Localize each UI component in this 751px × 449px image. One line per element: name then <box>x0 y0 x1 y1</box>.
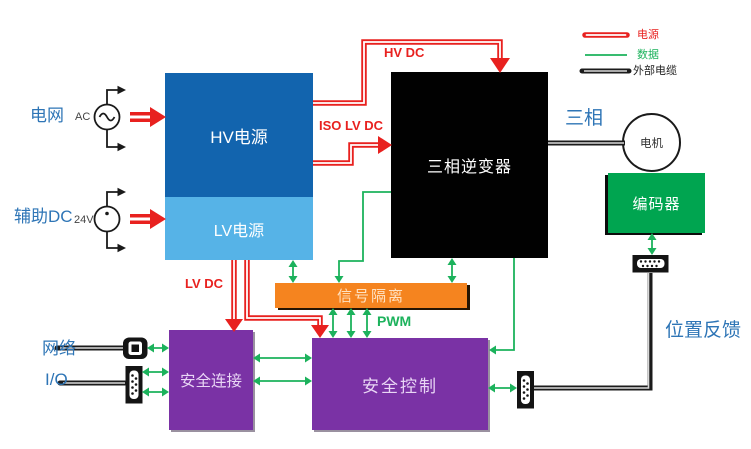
legend-external-cable-label: 外部电缆 <box>633 65 677 77</box>
pwm-data-link-2 <box>346 308 356 338</box>
safety-connection-label: 安全连接 <box>179 373 242 390</box>
lv-dc-to-safety-connection-path <box>225 260 243 332</box>
network-label: 网络 <box>42 339 76 358</box>
safety-control-dsub-connector-icon <box>517 371 534 409</box>
pwm-data-link-1 <box>328 308 338 338</box>
io-connector-link-2 <box>142 387 169 397</box>
aux-to-lv-power-arrow <box>130 209 166 229</box>
encoder-connector-link <box>647 233 657 255</box>
lv-supply-block: LV电源 <box>165 197 313 260</box>
iso-lv-dc-power-path <box>313 136 392 166</box>
iso-lv-dc-label: ISO LV DC <box>319 118 384 133</box>
io-label: I/O <box>45 370 68 389</box>
motor-node: 电机 <box>622 113 681 172</box>
safety-connection-control-link-2 <box>253 376 312 386</box>
aux-voltage-label: 24V <box>74 214 94 226</box>
inverter-block: 三相逆变器 <box>391 72 548 258</box>
io-dsub-connector-icon <box>125 366 143 404</box>
encoder-label: 编码器 <box>632 195 681 213</box>
hv-dc-label: HV DC <box>384 45 425 60</box>
hv-supply-label: HV电源 <box>210 127 268 147</box>
pwm-label: PWM <box>377 313 412 329</box>
lv-supply-label: LV电源 <box>213 222 265 240</box>
inverter-left-isolation-data-link <box>334 191 391 283</box>
three-phase-label: 三相 <box>565 108 604 129</box>
inverter-isolation-data-link <box>447 258 457 283</box>
legend-power-label: 电源 <box>637 29 659 41</box>
encoder-dsub-connector-icon <box>632 255 669 273</box>
dc-source-icon <box>93 187 126 253</box>
safety-control-label: 安全控制 <box>362 376 438 396</box>
grid-to-hv-power-arrow <box>130 107 166 127</box>
position-feedback-label: 位置反馈 <box>665 320 742 341</box>
ac-label: AC <box>75 111 91 123</box>
aux-dc-label: 辅助DC <box>14 207 73 226</box>
network-connector-icon <box>123 337 148 359</box>
safety-control-block: 安全控制 <box>312 338 488 430</box>
grid-label: 电网 <box>30 106 64 125</box>
safety-connection-control-link-1 <box>253 353 312 363</box>
pwm-data-link-3 <box>362 308 372 338</box>
signal-isolation-label: 信号隔离 <box>336 288 405 305</box>
legend-data-label: 数据 <box>637 49 659 61</box>
safety-control-connector-link <box>488 383 517 393</box>
hv-supply-block: HV电源 <box>165 73 313 197</box>
io-connector-link-1 <box>142 367 169 377</box>
signal-isolation-block: 信号隔离 <box>275 283 467 308</box>
network-connector-link <box>147 343 169 353</box>
lv-dc-label: LV DC <box>185 276 224 291</box>
motor-label: 电机 <box>640 137 663 150</box>
inverter-label: 三相逆变器 <box>426 159 512 176</box>
lv-isolation-data-link <box>288 260 298 283</box>
inverter-to-safety-control-link <box>489 258 515 355</box>
encoder-block: 编码器 <box>608 173 705 233</box>
ac-source-icon <box>93 85 126 152</box>
position-feedback-cable <box>534 273 653 391</box>
safety-connection-block: 安全连接 <box>169 330 253 430</box>
